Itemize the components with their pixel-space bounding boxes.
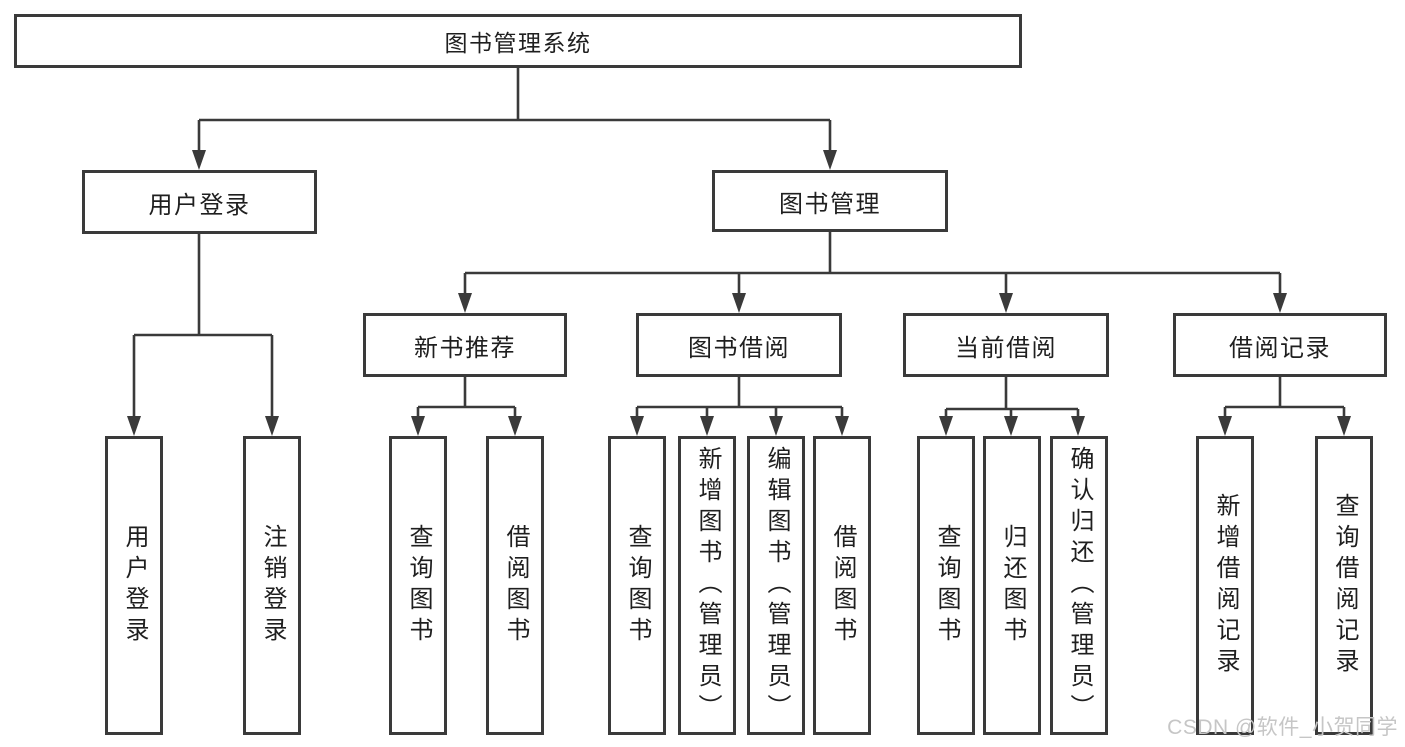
node-book-borrow: 图书借阅	[636, 313, 842, 377]
arrowhead	[411, 416, 425, 436]
node-borrow-records: 借阅记录	[1173, 313, 1387, 377]
arrowhead	[508, 416, 522, 436]
arrowhead	[192, 150, 206, 170]
arrowhead	[769, 416, 783, 436]
arrowhead	[127, 416, 141, 436]
leaf-borrow-book-1: 借阅图书	[486, 436, 544, 735]
node-root: 图书管理系统	[14, 14, 1022, 68]
leaf-edit-book-admin: 编辑图书（管理员）	[747, 436, 805, 735]
connector-path	[635, 377, 844, 418]
arrowhead	[999, 293, 1013, 313]
node-user-login: 用户登录	[82, 170, 317, 234]
arrowhead	[630, 416, 644, 436]
arrowhead	[939, 416, 953, 436]
leaf-query-book-3: 查询图书	[917, 436, 975, 735]
leaf-confirm-return-admin: 确认归还（管理员）	[1050, 436, 1108, 735]
arrowhead	[1337, 416, 1351, 436]
leaf-return-book: 归还图书	[983, 436, 1041, 735]
leaf-query-borrow-record: 查询借阅记录	[1315, 436, 1373, 735]
arrowhead	[823, 150, 837, 170]
node-new-book-recommend: 新书推荐	[363, 313, 567, 377]
connector-path	[944, 377, 1080, 418]
connector-path	[463, 232, 1282, 295]
leaf-add-book-admin: 新增图书（管理员）	[678, 436, 736, 735]
connector-path	[416, 377, 517, 418]
arrowhead	[1004, 416, 1018, 436]
leaf-borrow-book-2: 借阅图书	[813, 436, 871, 735]
leaf-add-borrow-record: 新增借阅记录	[1196, 436, 1254, 735]
arrowhead	[732, 293, 746, 313]
arrowhead	[1071, 416, 1085, 436]
arrowhead	[700, 416, 714, 436]
arrowhead	[835, 416, 849, 436]
arrowhead	[265, 416, 279, 436]
connector-path	[1223, 377, 1346, 418]
node-current-borrow: 当前借阅	[903, 313, 1109, 377]
arrowhead	[1273, 293, 1287, 313]
leaf-logout: 注销登录	[243, 436, 301, 735]
connector-path	[132, 234, 274, 418]
leaf-query-book-2: 查询图书	[608, 436, 666, 735]
arrowhead	[1218, 416, 1232, 436]
leaf-user-login: 用户登录	[105, 436, 163, 735]
leaf-query-book-1: 查询图书	[389, 436, 447, 735]
connector-path	[197, 68, 832, 152]
node-book-management: 图书管理	[712, 170, 948, 232]
csdn-watermark: CSDN @软件_小贺同学	[1167, 716, 1398, 739]
arrowhead	[458, 293, 472, 313]
